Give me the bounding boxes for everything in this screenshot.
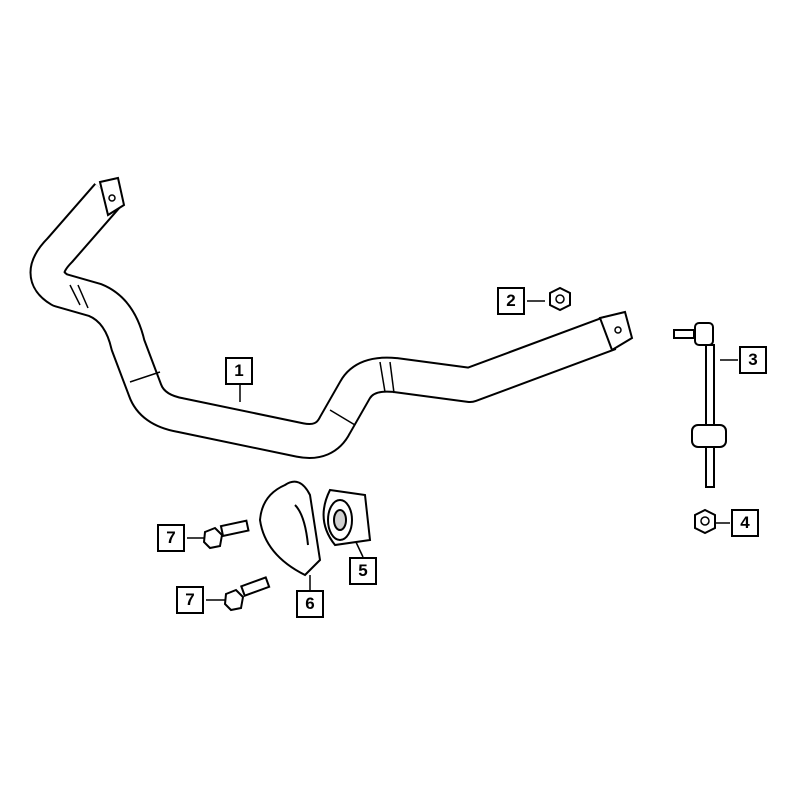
bolt-lower [223, 576, 271, 612]
stabilizer-link [673, 322, 727, 488]
nut-2 [549, 286, 571, 312]
bushing [322, 488, 372, 547]
stabilizer-bar [29, 176, 634, 459]
callout-6[interactable]: 6 [296, 590, 324, 618]
callout-4[interactable]: 4 [731, 509, 759, 537]
callout-5[interactable]: 5 [349, 557, 377, 585]
callout-7-lower[interactable]: 7 [176, 586, 204, 614]
bolt-upper [202, 519, 250, 550]
callout-2[interactable]: 2 [497, 287, 525, 315]
nut-4 [694, 508, 716, 535]
callout-7-upper[interactable]: 7 [157, 524, 185, 552]
callout-1[interactable]: 1 [225, 357, 253, 385]
callout-3[interactable]: 3 [739, 346, 767, 374]
bushing-retainer [258, 480, 322, 577]
